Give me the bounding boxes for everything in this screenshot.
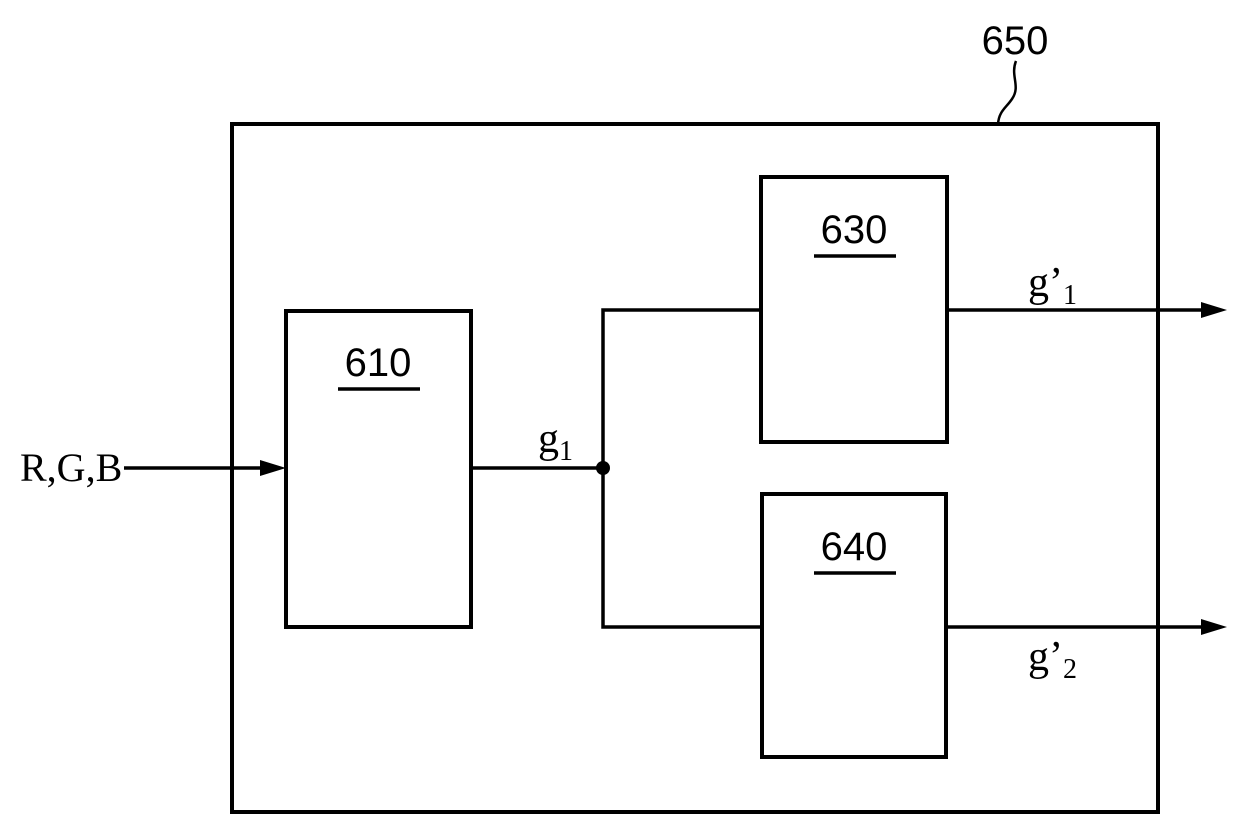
label-g-prime-2-base: g’ (1028, 634, 1063, 680)
label-610: 610 (345, 341, 412, 385)
label-g1-sub: 1 (559, 436, 573, 467)
label-640: 640 (821, 525, 888, 569)
block-610 (284, 309, 473, 629)
input-label-rgb: R,G,B (20, 445, 122, 490)
label-g1: g1 (538, 416, 573, 467)
output-arrowhead-2 (1201, 619, 1227, 635)
label-g-prime-2-sub: 2 (1063, 654, 1077, 685)
label-g-prime-1-base: g’ (1028, 260, 1063, 306)
input-arrowhead (260, 460, 286, 476)
label-g-prime-1: g’1 (1028, 260, 1077, 311)
label-650: 650 (982, 19, 1049, 63)
label-630: 630 (821, 208, 888, 252)
label-g1-base: g (538, 416, 559, 462)
block-640 (760, 492, 948, 759)
wire-branch (601, 308, 762, 629)
label-g-prime-1-sub: 1 (1063, 280, 1077, 311)
leader-line-650 (996, 60, 1018, 125)
block-630 (759, 175, 949, 444)
label-g-prime-2: g’2 (1028, 634, 1077, 685)
output-arrowhead-1 (1201, 302, 1227, 318)
